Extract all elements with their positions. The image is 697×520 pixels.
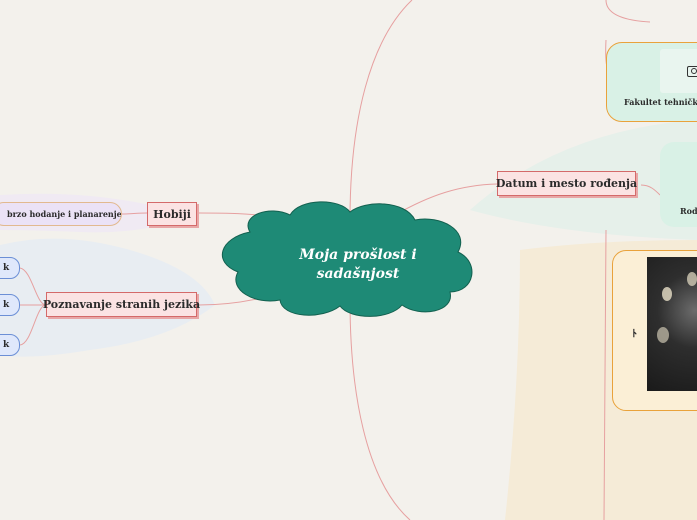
node-jezici[interactable]: Poznavanje stranih jezika [42, 292, 201, 317]
node-hobiji[interactable]: Hobiji [147, 202, 197, 226]
card-photo[interactable] [612, 250, 697, 411]
connector-right-vertical [603, 229, 607, 520]
node-jezici-label: Poznavanje stranih jezika [42, 298, 201, 311]
card-rod-label: Rod [680, 206, 697, 216]
node-jezik-1[interactable]: k [0, 257, 20, 279]
camera-icon [687, 66, 697, 77]
connector-top-right [605, 0, 651, 23]
connector-datum [394, 183, 498, 216]
card-fakultet[interactable] [606, 42, 697, 122]
connector-hobby-child [121, 212, 148, 215]
card-photo-image [647, 257, 697, 391]
card-fakultet-label: Fakultet tehnički [624, 97, 697, 107]
central-topic-line1: Moja prošlost i [299, 247, 417, 263]
node-jezik-2-label: k [3, 300, 10, 310]
node-hobby-child-label: brzo hodanje i planarenje [7, 209, 122, 219]
central-topic-line2: sadašnjost [316, 266, 400, 282]
node-hobby-child[interactable]: brzo hodanje i planarenje [0, 202, 122, 226]
node-jezik-2[interactable]: k [0, 294, 20, 316]
central-topic-label: Moja prošlost i sadašnjost [283, 246, 433, 284]
node-datum-label: Datum i mesto rođenja [495, 177, 638, 190]
connector-lang-3 [19, 304, 47, 346]
card-photo-marker: ﾄ [632, 329, 637, 340]
card-fakultet-image [660, 49, 697, 93]
node-jezik-3-label: k [3, 340, 10, 350]
node-jezik-3[interactable]: k [0, 334, 20, 356]
node-hobiji-label: Hobiji [153, 207, 191, 221]
card-rod[interactable] [660, 142, 697, 227]
connector-rod [640, 184, 661, 196]
node-jezik-1-label: k [3, 263, 10, 273]
connector-top [349, 0, 413, 221]
connector-lang-1 [19, 267, 47, 306]
central-topic-cloud[interactable] [221, 201, 473, 317]
node-datum[interactable]: Datum i mesto rođenja [495, 171, 638, 196]
connector-bottom [349, 299, 411, 520]
